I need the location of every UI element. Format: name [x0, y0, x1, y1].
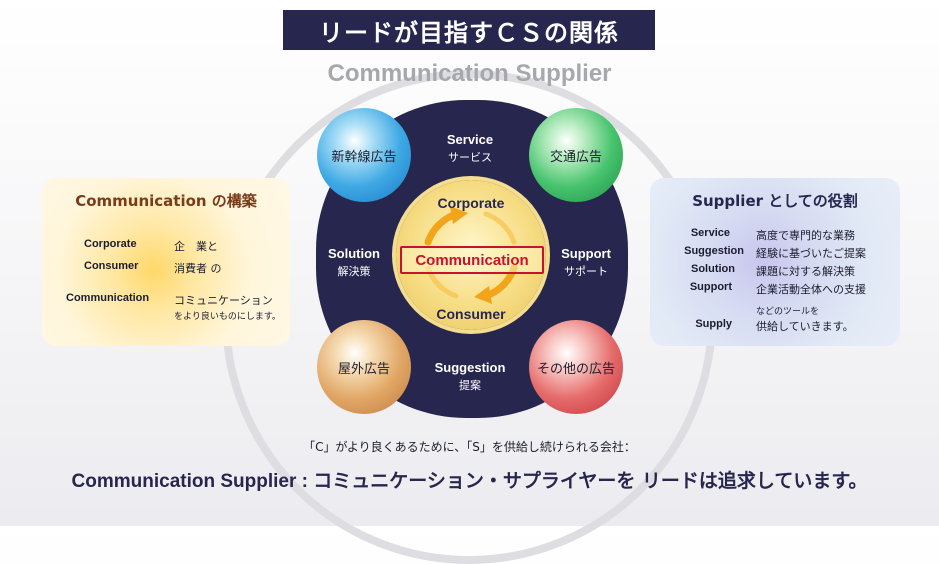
bubble-outdoor-ad: 屋外広告 — [317, 320, 411, 414]
left-row-value: 消費者 の — [174, 262, 222, 275]
suggestion-ja: 提案 — [459, 379, 481, 392]
support-ja: サポート — [564, 265, 608, 278]
supply-label: Supply — [695, 318, 732, 330]
supplier-heading: Communication Supplier — [327, 60, 612, 87]
right-row-label: Solution — [691, 263, 735, 275]
center-corporate: Corporate — [437, 195, 505, 211]
service-label: Service サービス — [420, 132, 520, 165]
left-panel-note: をより良いものにします。 — [174, 312, 281, 322]
bubble-label: 新幹線広告 — [331, 149, 397, 165]
suggestion-en: Suggestion — [434, 360, 506, 375]
bottom-main-ja: コミュニケーション・サプライヤーを リードは追求しています。 — [313, 470, 868, 492]
left-row-value: コミュニケーション — [174, 294, 273, 307]
suggestion-label: Suggestion 提案 — [415, 360, 525, 393]
bubble-shinkansen-ad: 新幹線広告 — [317, 108, 411, 202]
bottom-subtitle: 「C」がより良くあるために、「S」を供給し続けられる会社： — [303, 440, 636, 454]
service-en: Service — [446, 132, 494, 147]
bubble-other-ad: その他の広告 — [529, 320, 623, 414]
support-en: Support — [561, 246, 611, 261]
supply-value: 供給していきます。 — [756, 320, 854, 333]
service-ja: サービス — [448, 151, 492, 164]
right-row-label: Support — [689, 281, 732, 293]
bottom-main-statement: Communication Supplier : コミュニケーション・サプライヤ… — [0, 466, 939, 493]
supplier-panel: Supplier としての役割 Service 高度で専門的な業務 Sugges… — [650, 178, 900, 346]
right-row-value: 高度で専門的な業務 — [756, 229, 855, 242]
solution-label: Solution 解決策 — [318, 246, 390, 279]
bubble-label: 交通広告 — [549, 149, 602, 165]
left-row-label: Consumer — [84, 260, 139, 272]
bubble-label: 屋外広告 — [337, 361, 390, 377]
page-title: リードが目指すＣＳの関係 — [283, 10, 655, 50]
solution-ja: 解決策 — [337, 265, 371, 278]
right-row-label: Suggestion — [684, 245, 744, 257]
right-row-value: 経験に基づいたご提案 — [756, 247, 866, 260]
left-row-label: Communication — [66, 292, 150, 304]
communication-panel-title: Communication の構築 — [75, 192, 257, 210]
left-row-value: 企 業と — [174, 240, 218, 253]
left-row-label: Corporate — [84, 238, 137, 250]
center-communication: Communication — [400, 246, 544, 274]
right-row-value: 課題に対する解決策 — [756, 265, 855, 278]
center-consumer: Consumer — [436, 306, 506, 322]
bubble-transport-ad: 交通広告 — [529, 108, 623, 202]
bottom-main-en: Communication Supplier : — [71, 471, 314, 492]
supply-note: などのツールを — [756, 307, 820, 317]
supplier-panel-title: Supplier としての役割 — [692, 192, 858, 210]
communication-panel: Communication の構築 Corporate 企 業と Consume… — [42, 178, 290, 346]
right-row-value: 企業活動全体への支援 — [756, 283, 866, 296]
solution-en: Solution — [328, 246, 380, 261]
support-label: Support サポート — [550, 246, 622, 279]
right-row-label: Service — [690, 227, 730, 239]
bubble-label: その他の広告 — [536, 361, 615, 377]
